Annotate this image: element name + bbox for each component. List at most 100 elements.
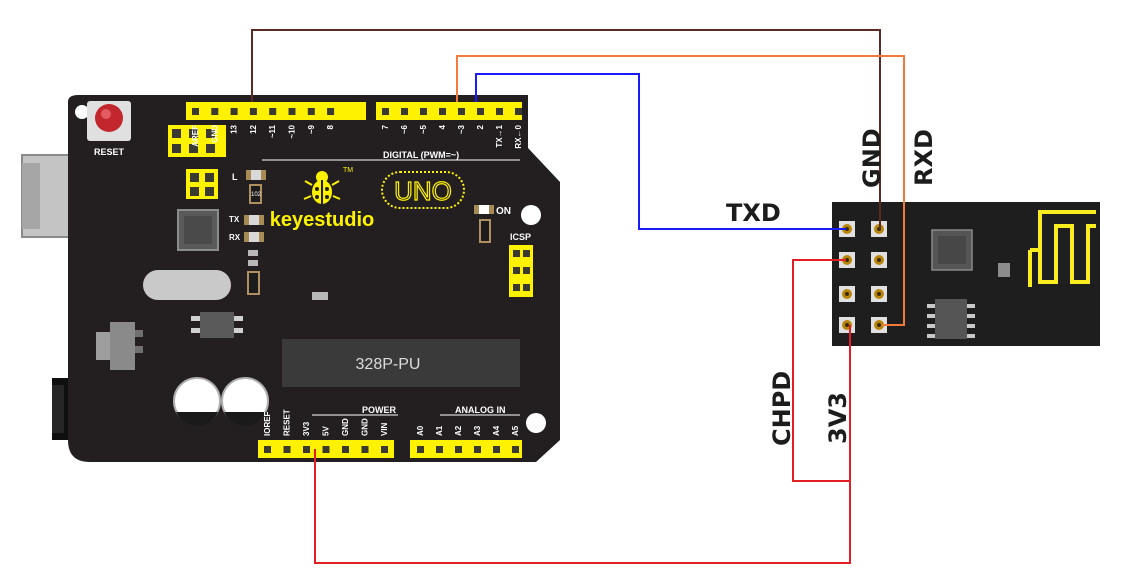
power-pin-label: IOREF xyxy=(263,411,272,436)
power-pin-label: 5V xyxy=(322,426,331,436)
digital-pin-label: 4 xyxy=(438,124,447,129)
chpd-wire xyxy=(792,259,850,482)
icsp-header-right xyxy=(509,245,533,297)
digital-pin-hole xyxy=(515,108,522,115)
digital-pin-hole xyxy=(192,108,199,115)
led-l xyxy=(246,170,266,180)
crystal-oscillator xyxy=(143,270,231,300)
power-pin-label: GND xyxy=(341,418,350,436)
digital-pin-label: 13 xyxy=(230,124,239,133)
power-pin-hole xyxy=(303,446,310,453)
digital-pin-hole xyxy=(496,108,503,115)
mount-hole xyxy=(521,205,541,225)
digital-pin-label: 2 xyxy=(476,124,485,129)
analog-header xyxy=(410,440,522,458)
analog-pin-hole xyxy=(436,446,443,453)
gnd-label: GND xyxy=(858,128,886,188)
power-pin-label: GND xyxy=(361,418,370,436)
led-rx xyxy=(244,232,264,242)
analog-pin-hole xyxy=(512,446,519,453)
digital-pin-label: ~5 xyxy=(419,124,428,134)
digital-pin-hole xyxy=(477,108,484,115)
analog-pin-hole xyxy=(493,446,500,453)
digital-pin-label: TX→1 xyxy=(495,124,504,147)
mount-hole xyxy=(526,413,546,433)
digital-pin-hole xyxy=(458,108,465,115)
capacitor xyxy=(221,377,269,426)
led-l-label: L xyxy=(232,172,238,182)
digital-header-right xyxy=(376,102,522,120)
digital-pin-label: ~6 xyxy=(400,124,409,134)
uno-label: UNO xyxy=(394,176,452,206)
digital-pin-label: AREF xyxy=(191,125,200,147)
digital-pin-hole xyxy=(439,108,446,115)
led-tx-label: TX xyxy=(229,215,240,224)
analog-pin-label: A2 xyxy=(454,425,463,436)
flash-chip xyxy=(935,299,967,339)
reset-label: RESET xyxy=(94,147,125,157)
gnd-wire xyxy=(251,29,881,229)
digital-pin-hole xyxy=(401,108,408,115)
txd-label: TXD xyxy=(726,199,781,227)
jumper-block xyxy=(186,169,218,199)
digital-pin-hole xyxy=(327,108,335,115)
digital-pin-hole xyxy=(230,108,238,115)
small-ic xyxy=(191,312,243,338)
digital-pin-label: ~11 xyxy=(268,124,277,138)
wires xyxy=(251,29,905,564)
brand-logo: keyestudio xyxy=(270,209,374,231)
digital-pin-label: ~10 xyxy=(288,124,297,138)
rxd-label: RXD xyxy=(910,129,938,186)
led-rx-label: RX xyxy=(229,233,241,242)
digital-pin-hole xyxy=(249,108,257,115)
power-pin-hole xyxy=(322,446,330,453)
digital-header-label: DIGITAL (PWM=~) xyxy=(383,150,459,160)
tm-mark: TM xyxy=(343,167,353,174)
resistor-code: 102 xyxy=(251,192,262,198)
digital-pin-hole xyxy=(211,108,219,115)
main-chip xyxy=(282,339,520,387)
digital-pin-hole xyxy=(307,108,315,115)
digital-pin-label: RX←0 xyxy=(514,124,523,148)
analog-pin-label: A0 xyxy=(416,425,425,436)
digital-pin-hole xyxy=(382,108,389,115)
power-pin-hole xyxy=(283,446,291,453)
esp-pin-hole xyxy=(877,292,881,296)
digital-pin-label: ~3 xyxy=(457,124,466,134)
rxd-wire xyxy=(456,55,905,326)
resistor xyxy=(479,219,491,243)
power-pin-label: VIN xyxy=(380,422,389,436)
digital-pin-hole xyxy=(288,108,296,115)
power-pin-label: RESET xyxy=(283,409,292,436)
voltage-regulator xyxy=(96,322,143,370)
capacitor xyxy=(173,377,221,426)
analog-pin-label: A5 xyxy=(511,425,520,436)
power-pin-label: 3V3 xyxy=(302,421,311,436)
antenna-trace xyxy=(1038,210,1096,284)
esp-pin-hole xyxy=(845,292,849,296)
power-pin-hole xyxy=(381,446,388,453)
led-on-label: ON xyxy=(496,206,511,217)
analog-pin-hole xyxy=(417,446,424,453)
digital-pin-label: 8 xyxy=(326,124,335,129)
analog-pin-label: A1 xyxy=(435,425,444,436)
v33-wire xyxy=(314,325,851,564)
digital-pin-label: ~9 xyxy=(307,124,316,134)
esp8266-module xyxy=(832,202,1100,346)
analog-pin-label: A4 xyxy=(492,425,501,436)
main-chip-label: 328P-PU xyxy=(356,356,421,373)
power-pin-hole xyxy=(342,446,349,453)
icsp-header-left xyxy=(168,125,226,157)
led-tx xyxy=(244,215,264,225)
power-pin-hole xyxy=(264,446,271,453)
ladybug-logo-icon xyxy=(303,171,341,204)
digital-pin-label: 7 xyxy=(381,124,390,129)
digital-pin-label: GND xyxy=(210,125,219,143)
led-on xyxy=(474,205,494,214)
resistor xyxy=(249,184,262,204)
esp-pin-hole xyxy=(845,323,849,327)
v33-label: 3V3 xyxy=(824,392,852,444)
power-header-label: POWER xyxy=(362,405,397,415)
